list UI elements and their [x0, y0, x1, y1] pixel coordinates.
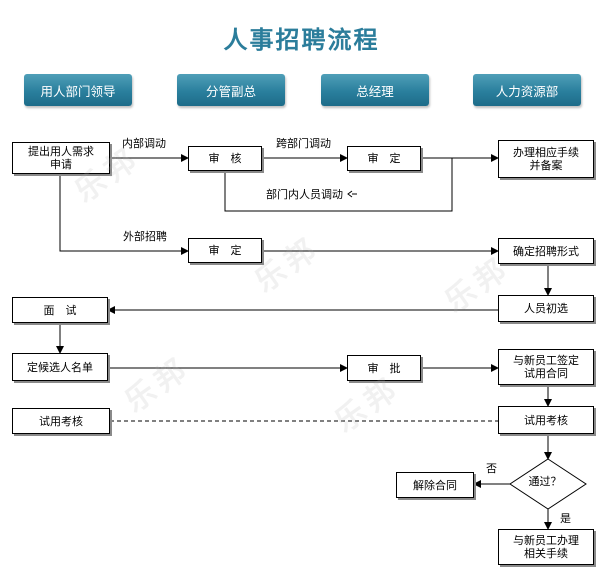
edge-label-external: 外部招聘	[123, 230, 167, 243]
node-pass-decision: 通过？	[528, 475, 562, 488]
node-probation-left: 试用考核	[12, 408, 110, 434]
node-probation-right: 试用考核	[498, 406, 594, 434]
node-preliminary-screening: 人员初选	[498, 295, 594, 322]
lane-header-hr: 人力资源部	[473, 74, 581, 106]
node-approve: 审 批	[347, 355, 421, 381]
node-handle-procedures: 办理相应手续 并备案	[498, 140, 594, 178]
node-review: 审 核	[188, 146, 262, 171]
lane-header-dept-leader: 用人部门领导	[24, 74, 132, 106]
node-request: 提出用人需求 申请	[12, 142, 110, 174]
node-final-procedures: 与新员工办理 相关手续	[498, 529, 594, 565]
edge-label-internal: 内部调动	[122, 137, 166, 150]
edge-label-within-dept: 部门内人员调动	[266, 188, 343, 201]
edge-label-yes: 是	[560, 512, 571, 525]
node-shortlist: 定候选人名单	[12, 353, 108, 381]
node-terminate-contract: 解除合同	[396, 472, 474, 498]
lane-header-general-manager: 总经理	[321, 74, 429, 106]
node-interview: 面 试	[12, 297, 108, 323]
decision-diamond	[509, 458, 587, 510]
node-sign-contract: 与新员工签定 试用合同	[498, 349, 594, 385]
edge-label-cross-dept: 跨部门调动	[276, 137, 331, 150]
lane-header-vice-president: 分管副总	[177, 74, 285, 106]
edge-label-no: 否	[486, 462, 497, 475]
node-decide-gm: 审 定	[347, 146, 421, 171]
node-confirm-recruit-form: 确定招聘形式	[498, 238, 594, 264]
node-decide-vp: 审 定	[188, 238, 262, 263]
page-title: 人事招聘流程	[223, 26, 380, 54]
